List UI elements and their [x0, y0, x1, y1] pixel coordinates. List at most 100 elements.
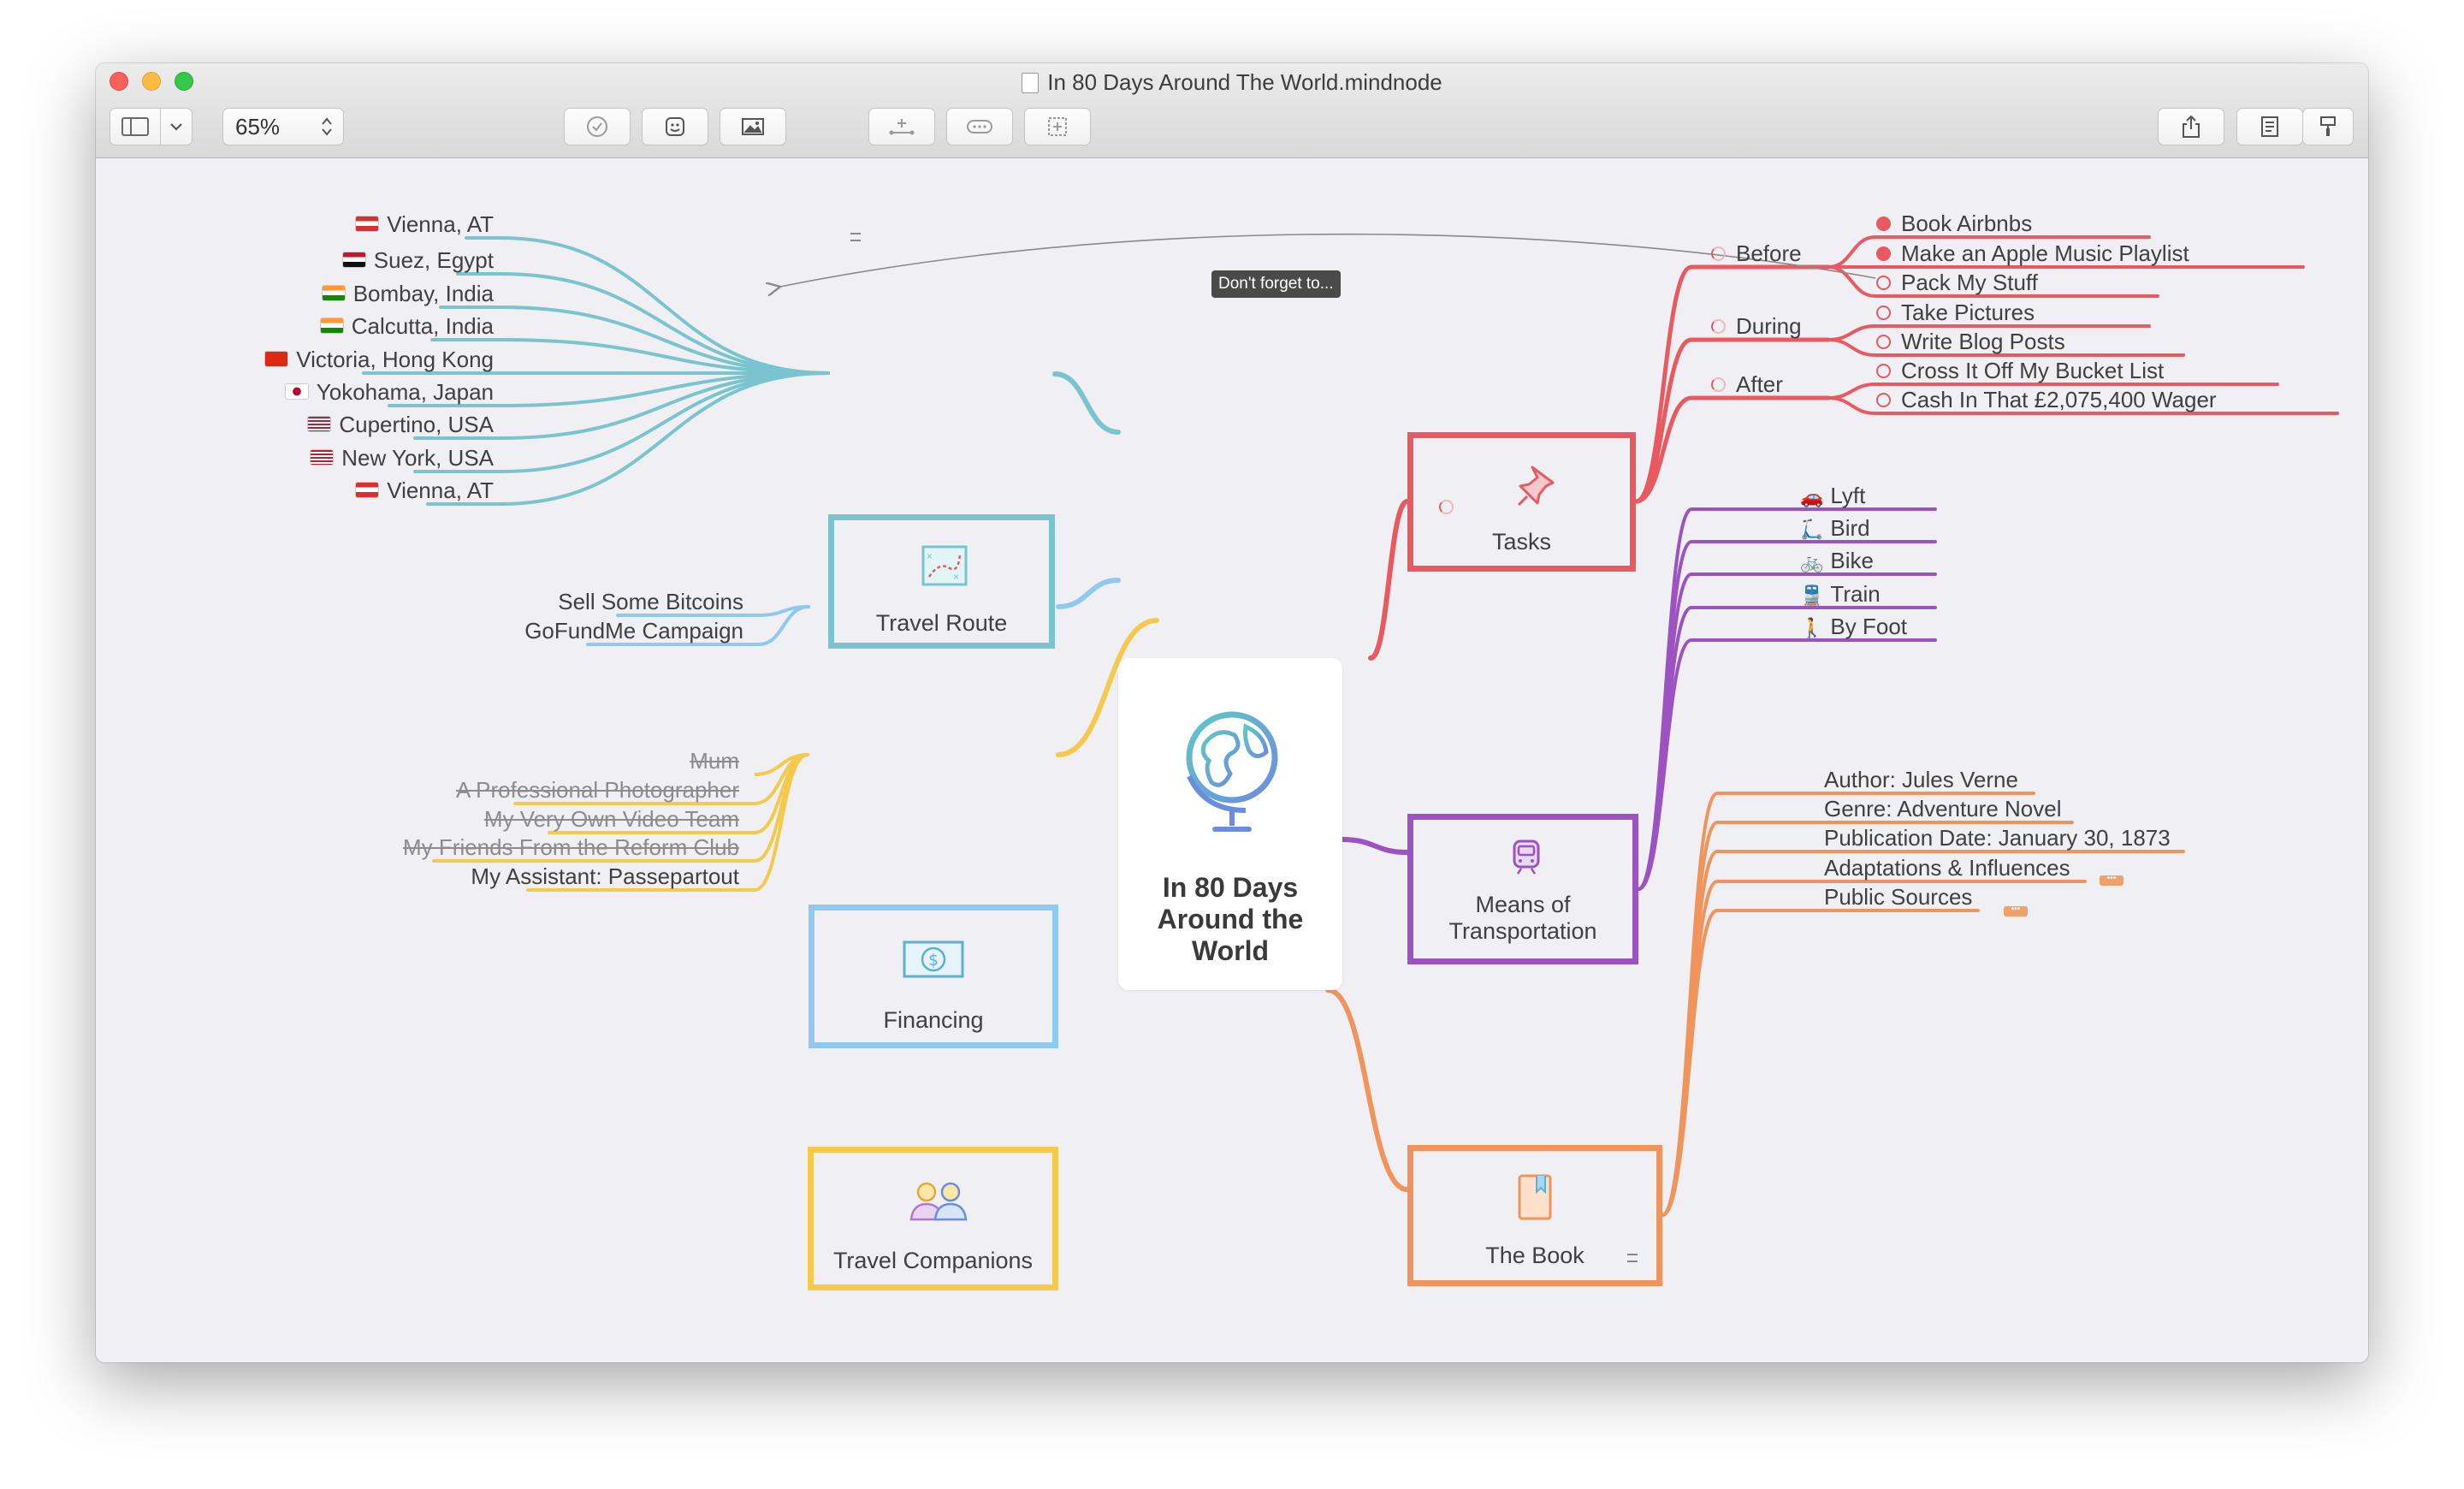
outline-icon — [2261, 116, 2278, 137]
transport-item[interactable]: 🚶By Foot — [1800, 613, 1907, 642]
zoom-level: 65% — [235, 113, 281, 139]
add-child-node-button[interactable] — [868, 108, 935, 145]
task-item[interactable]: Pack My Stuff — [1876, 269, 2038, 296]
companion-item[interactable]: My Assistant: Passepartout — [471, 863, 739, 890]
sidebar-toggle-button[interactable] — [110, 108, 161, 145]
format-button[interactable] — [2302, 108, 2354, 145]
book-item[interactable]: Public Sources — [1824, 883, 1972, 911]
companion-item-text: My Assistant: Passepartout — [471, 863, 739, 889]
task-group-connector — [1633, 395, 1831, 504]
task-item[interactable]: Book Airbnbs — [1876, 210, 2032, 237]
companion-item[interactable]: My Friends From the Reform Club — [403, 833, 739, 861]
unchecked-icon[interactable] — [1876, 393, 1891, 407]
book-item[interactable]: Genre: Adventure Novel — [1824, 795, 2062, 822]
progress-icon — [1711, 319, 1726, 334]
task-item[interactable]: Take Pictures — [1876, 299, 2035, 326]
usa-flag-icon — [308, 417, 331, 431]
transport-item[interactable]: 🚆Train — [1800, 580, 1881, 609]
title-bar: In 80 Days Around The World.mindnode 65% — [96, 63, 2368, 158]
egypt-flag-icon — [342, 252, 365, 267]
node-travel-route[interactable]: ×× Travel Route — [828, 514, 1055, 649]
window-title: In 80 Days Around The World.mindnode — [96, 68, 2368, 96]
zoom-window-button[interactable] — [175, 72, 193, 91]
task-item-text: Write Blog Posts — [1901, 329, 2065, 354]
route-item[interactable]: Bombay, India — [322, 280, 494, 307]
book-item-text: Public Sources — [1824, 884, 1973, 910]
unchecked-icon[interactable] — [1876, 276, 1891, 290]
route-item[interactable]: Vienna, AT — [356, 211, 494, 238]
minimize-window-button[interactable] — [142, 72, 161, 91]
collapsed-children-icon[interactable]: ••• — [2004, 905, 2028, 917]
route-connector — [456, 272, 830, 375]
node-the-book[interactable]: The Book — [1407, 1145, 1662, 1286]
close-window-button[interactable] — [110, 72, 128, 91]
route-item[interactable]: Victoria, Hong Kong — [265, 346, 494, 373]
route-item[interactable]: Cupertino, USA — [308, 411, 494, 438]
task-item-text: Take Pictures — [1901, 300, 2035, 325]
task-item[interactable]: Cash In That £2,075,400 Wager — [1876, 386, 2217, 413]
route-item[interactable]: Yokohama, Japan — [285, 378, 494, 406]
route-item[interactable]: Vienna, AT — [356, 477, 494, 504]
task-toggle-button[interactable] — [564, 108, 631, 145]
task-item[interactable]: Cross It Off My Bucket List — [1876, 357, 2164, 384]
india-flag-icon — [320, 318, 343, 333]
transport-item-text: Train — [1830, 581, 1881, 607]
node-tasks[interactable]: Tasks — [1407, 432, 1636, 572]
book-item[interactable]: Publication Date: January 30, 1873 — [1824, 824, 2171, 851]
usa-flag-icon — [311, 450, 334, 465]
image-button[interactable] — [720, 108, 786, 145]
node-financing-label: Financing — [883, 1007, 984, 1033]
checked-icon[interactable] — [1876, 217, 1891, 231]
branch-line — [1325, 988, 1410, 1192]
sticker-button[interactable] — [642, 108, 708, 145]
task-item[interactable]: Make an Apple Music Playlist — [1876, 240, 2189, 267]
companion-item[interactable]: Mum — [690, 747, 739, 774]
add-box-icon — [1048, 117, 1067, 136]
task-group[interactable]: During — [1711, 312, 1802, 340]
central-node[interactable]: In 80 Days Around the World — [1118, 658, 1342, 990]
node-the-book-label: The Book — [1485, 1243, 1584, 1268]
book-item[interactable]: Author: Jules Verne — [1824, 766, 2018, 793]
task-group[interactable]: Before — [1711, 240, 1802, 267]
transport-item[interactable]: 🚗Lyft — [1800, 482, 1865, 511]
unchecked-icon[interactable] — [1876, 335, 1891, 349]
cross-connection-label[interactable]: Don't forget to... — [1211, 270, 1341, 298]
share-button[interactable] — [2158, 108, 2224, 145]
companion-item[interactable]: My Very Own Video Team — [484, 805, 739, 833]
checked-icon[interactable] — [1876, 246, 1891, 261]
node-travel-companions[interactable]: Travel Companions — [808, 1147, 1058, 1290]
add-sibling-node-button[interactable] — [946, 108, 1013, 145]
node-means-of-transportation[interactable]: Means of Transportation — [1407, 814, 1638, 964]
route-item[interactable]: New York, USA — [311, 444, 494, 472]
task-item[interactable]: Write Blog Posts — [1876, 328, 2065, 355]
node-icon — [967, 120, 992, 133]
outline-button[interactable] — [2236, 108, 2303, 145]
collapsed-children-icon[interactable]: ••• — [2100, 875, 2123, 886]
unchecked-icon[interactable] — [1876, 364, 1891, 378]
mind-map-canvas[interactable]: Don't forget to... In 80 Days Around the… — [96, 158, 2368, 1362]
node-financing[interactable]: $ Financing — [808, 905, 1058, 1048]
route-item[interactable]: Calcutta, India — [320, 312, 494, 340]
austria-flag-icon — [356, 217, 379, 231]
financing-item[interactable]: Sell Some Bitcoins — [558, 588, 743, 615]
book-item[interactable]: Adaptations & Influences — [1824, 854, 2070, 881]
zoom-stepper[interactable]: 65% — [222, 108, 344, 145]
route-item[interactable]: Suez, Egypt — [342, 246, 494, 274]
task-connector — [1827, 338, 2185, 357]
route-item-text: Victoria, Hong Kong — [296, 347, 494, 372]
transport-item[interactable]: 🚲Bike — [1800, 547, 1874, 576]
node-tasks-label: Tasks — [1491, 529, 1552, 555]
add-node-button[interactable] — [1024, 108, 1091, 145]
svg-text:×: × — [927, 550, 933, 562]
financing-item-text: GoFundMe Campaign — [524, 618, 743, 644]
window-title-text: In 80 Days Around The World.mindnode — [1047, 69, 1442, 95]
note-icon — [1627, 1254, 1638, 1262]
task-group[interactable]: After — [1711, 371, 1783, 398]
transport-item[interactable]: 🛴Bird — [1800, 514, 1870, 543]
unchecked-icon[interactable] — [1876, 306, 1891, 320]
financing-item[interactable]: GoFundMe Campaign — [524, 617, 743, 644]
node-transportation-label: Means of Transportation — [1448, 892, 1597, 944]
india-flag-icon — [322, 286, 345, 300]
companion-item[interactable]: A Professional Photographer — [456, 776, 739, 804]
sidebar-menu-button[interactable] — [160, 108, 192, 145]
